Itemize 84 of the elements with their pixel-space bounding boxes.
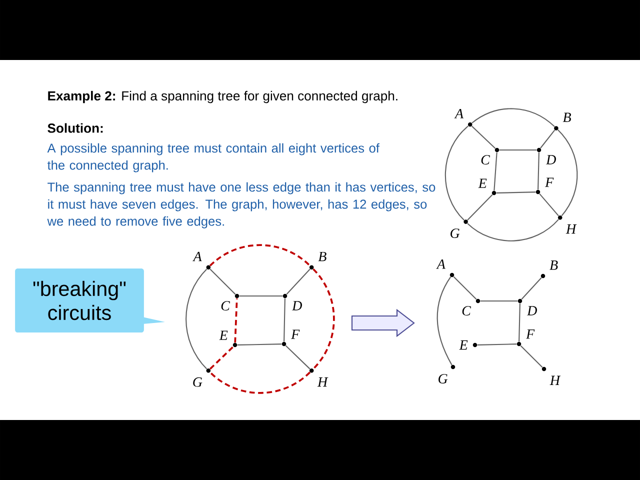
graph-edge xyxy=(209,244,311,266)
graph-edge xyxy=(284,298,286,342)
vertex-label: D xyxy=(292,301,302,310)
graph-edge xyxy=(477,344,517,346)
graph-edge xyxy=(539,193,559,216)
vertex-label: F xyxy=(526,330,535,339)
graph-edge xyxy=(467,194,493,220)
graph-edge xyxy=(471,126,496,149)
vertex-label: G xyxy=(438,374,448,384)
vertex-label: H xyxy=(550,376,561,385)
vertex-label: G xyxy=(193,377,202,387)
vertex-label: B xyxy=(550,260,558,270)
vertex-label: E xyxy=(219,330,228,340)
graph-edge xyxy=(480,300,518,302)
graph-edge xyxy=(467,219,559,242)
vertex-dot xyxy=(282,294,302,310)
vertex-dot xyxy=(462,298,480,316)
vertex-dot xyxy=(540,260,558,278)
heading: Example 2: Find a spanning tree for given connected graph. xyxy=(48,90,398,104)
vertex-dot xyxy=(219,330,238,348)
graph-edge xyxy=(453,276,477,300)
graph-edge xyxy=(540,130,556,148)
vertex-dot xyxy=(536,178,554,194)
vertex-label: D xyxy=(526,306,537,316)
vertex-dot xyxy=(454,109,472,127)
vertex-label: H xyxy=(566,224,577,234)
vertex-label: C xyxy=(481,155,490,165)
vertex-label: A xyxy=(454,109,464,118)
vertex-label: F xyxy=(545,178,554,187)
graph-edge xyxy=(239,295,283,297)
graph-edge xyxy=(234,298,238,343)
vertex-dot xyxy=(193,368,211,387)
vertex-label: D xyxy=(546,155,556,164)
graph-edge xyxy=(209,346,234,370)
vertex-label: B xyxy=(562,112,571,122)
graph-edge xyxy=(518,303,520,342)
vertex-label: A xyxy=(192,252,202,262)
vertex-label: F xyxy=(291,330,300,339)
vertex-dot xyxy=(554,112,571,130)
paragraph: The spanning tree must have one less edge than it has vertices, so it must have seven edges. The graph, however, has 12 edges, so we need to remove five edges. xyxy=(47,182,436,228)
paragraph: A possible spanning tree must contain all eight vertices of the connected graph. xyxy=(47,143,380,172)
graph-edge xyxy=(499,149,537,151)
vertex-label: B xyxy=(318,252,326,262)
vertex-dot xyxy=(481,148,500,165)
graph-edge xyxy=(186,268,208,370)
vertex-label: C xyxy=(221,301,230,311)
graph-edge xyxy=(286,268,310,295)
graph-edge xyxy=(558,130,578,216)
vertex-dot xyxy=(450,220,468,238)
vertex-dot xyxy=(459,340,478,350)
vertex-dot xyxy=(536,148,556,164)
vertex-dot xyxy=(516,330,535,346)
vertex-label: H xyxy=(317,377,328,387)
graph-edge xyxy=(521,277,542,300)
vertex-dot xyxy=(478,178,496,196)
vertex-label: E xyxy=(459,340,468,350)
vertex-label: E xyxy=(478,178,487,188)
graph-edge xyxy=(436,276,452,366)
graph-edge xyxy=(444,126,469,220)
vertex-dot xyxy=(221,294,240,311)
vertex-dot xyxy=(518,298,537,316)
graph-edge xyxy=(496,192,536,194)
vertex-label: G xyxy=(450,228,460,238)
vertex-dot xyxy=(438,364,456,384)
label: Solution: xyxy=(48,123,103,133)
vertex-dot xyxy=(436,260,454,278)
graph-edge xyxy=(285,345,310,370)
vertex-dot xyxy=(558,215,577,234)
speech-callout: "breaking" circuits xyxy=(15,268,165,332)
vertex-label: A xyxy=(436,260,446,269)
graph-edge xyxy=(237,344,282,346)
vertex-dot xyxy=(542,366,561,385)
graph-edge xyxy=(538,152,540,190)
graph-edge xyxy=(494,152,498,191)
vertex-dot xyxy=(309,252,326,270)
vertex-dot xyxy=(282,330,300,346)
graph-edge xyxy=(312,268,335,370)
vertex-dot xyxy=(309,368,328,387)
graph-edge xyxy=(520,345,543,368)
vertex-dot xyxy=(192,252,211,270)
vertex-label: C xyxy=(462,306,472,316)
graph-edge xyxy=(210,268,236,295)
graph-edge xyxy=(472,108,555,127)
graph-edge xyxy=(209,372,311,394)
